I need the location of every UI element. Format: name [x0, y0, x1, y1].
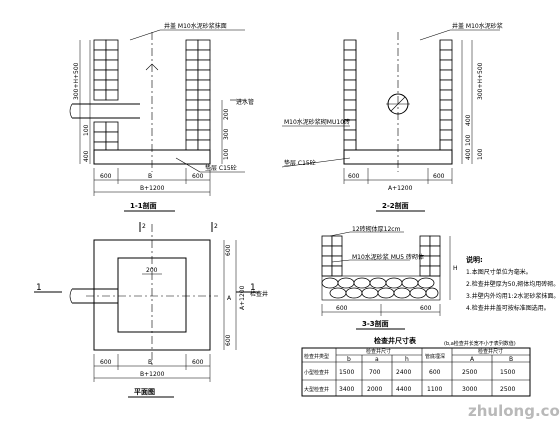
- section-1-level-mark: [145, 63, 159, 71]
- section-2-dim-h-a: 400: [465, 114, 472, 126]
- section-2-side-annotation: M10水泥砂浆砌MU10砖: [284, 118, 350, 126]
- table-frame: [301, 347, 531, 397]
- table-row-2-b: 3400: [339, 386, 354, 393]
- table-col-inner: 检查井尺寸: [366, 348, 391, 355]
- section-1-right-wall: [185, 39, 211, 151]
- table-row-1-type: 小型检查井: [304, 369, 329, 376]
- table-row-2-d: 1100: [427, 386, 442, 393]
- plan-section-mark-top: 2: [142, 223, 146, 230]
- table-row-2-A: 3000: [462, 386, 477, 393]
- table-row-1-d: 600: [429, 369, 441, 376]
- table-sub-a: b: [347, 356, 351, 363]
- table-sub-b: a: [375, 356, 379, 363]
- table-row-1-A: 2500: [462, 369, 477, 376]
- section-2-dim-mid: A+1200: [388, 185, 413, 192]
- section-1-dim-mid: B: [148, 173, 152, 180]
- section-3-dim-h: H: [453, 265, 458, 272]
- section-3-note-1: 12砖砌体厚12cm: [352, 225, 401, 233]
- table-row-2-h: 4400: [396, 386, 411, 393]
- section-3-note-2: M10水泥砂浆 MU5 砖砌体: [352, 253, 424, 261]
- plan-section-mark-right: 1: [250, 283, 256, 293]
- section-3-base-outline: [321, 275, 441, 301]
- plan-dim-right: 600: [192, 359, 204, 366]
- section-2-dim-h-b: 100: [465, 134, 472, 146]
- section-1-dim-total: B+1200: [140, 185, 165, 192]
- section-1-dim-height: 300+H+500: [73, 62, 80, 100]
- section-1-dim-r-top: 200: [223, 108, 230, 120]
- table-col-dims: 检查井尺寸: [478, 348, 503, 355]
- plan-title: 平面图: [134, 387, 155, 396]
- notes-block: 说明: 1.本图尺寸单位为毫米。 2.检查井壁厚为50,砌体均用砖砌。 3.井壁…: [466, 255, 559, 312]
- table-col-type: 检查井类型: [304, 353, 329, 360]
- table-row-1-h: 2400: [396, 369, 411, 376]
- plan-dim-left: 600: [100, 359, 112, 366]
- section-2-dim-right: 600: [433, 173, 445, 180]
- section-2-2: 600 A+1200 600 300+H+500 400 100 400 100…: [281, 22, 503, 212]
- table-row-2-B: 2500: [500, 386, 515, 393]
- table-sub-c: h: [405, 356, 409, 363]
- section-1-left-wall: [93, 39, 119, 151]
- plan-view: 1 1 2 2 200 600 A A+1200 600 检查井 600 B 6…: [34, 222, 268, 398]
- section-3-base-bricks: [321, 277, 439, 299]
- table-row-1-a: 700: [369, 369, 381, 376]
- section-2-dim-left: 600: [348, 173, 360, 180]
- section-1-dim-r-mid: 300: [223, 128, 230, 140]
- plan-side-note: 检查井: [250, 290, 268, 298]
- plan-dim-top: 600: [225, 244, 232, 256]
- section-2-dim-h-c: 400: [465, 148, 472, 160]
- notes-item-2: 2.检查井壁厚为50,砌体均用砖砌。: [466, 280, 559, 288]
- table-row-2-a: 2000: [367, 386, 382, 393]
- plan-section-mark-top-right: 2: [214, 223, 218, 230]
- table-title: 检查井尺寸表: [374, 336, 417, 345]
- plan-dim-bottom: 600: [225, 334, 232, 346]
- section-1-title: 1-1剖面: [130, 201, 157, 210]
- plan-side-label: A: [227, 295, 232, 302]
- notes-item-3: 3.井壁内外均用1:2水泥砂浆抹面。: [466, 292, 559, 300]
- watermark-text: zhulong.com: [468, 402, 560, 420]
- section-1-dim-right: 600: [192, 173, 204, 180]
- section-3-3: 12砖砌体厚12cm M10水泥砂浆 MU5 砖砌体 H 600 600 3-3…: [321, 225, 458, 330]
- section-2-dim-height: 300+H+500: [477, 62, 484, 100]
- section-2-dim-h-d: 100: [477, 148, 484, 160]
- plan-total-label: A+1200: [239, 285, 246, 310]
- section-1-pipe-label: 进水管: [236, 98, 254, 106]
- section-3-left-wall: [321, 235, 343, 277]
- section-2-left-wall: [343, 39, 357, 151]
- section-1-dim-r-low: 100: [223, 148, 230, 160]
- section-1-pipe-break: [69, 103, 73, 119]
- table-col-depth: 管底埋深: [425, 353, 445, 360]
- section-1-dim-h-a: 400: [83, 150, 90, 162]
- notes-item-4: 4.检查井井盖可按标准图选用。: [466, 304, 550, 312]
- plan-dim-mid: B: [148, 359, 152, 366]
- section-3-dim-left: 600: [336, 305, 348, 312]
- section-2-title: 2-2剖面: [382, 201, 409, 210]
- notes-item-1: 1.本图尺寸单位为毫米。: [466, 268, 532, 276]
- table-sub-e: B: [509, 356, 513, 363]
- table-note: (b,a检查井长宽不小于表列数值): [444, 340, 516, 347]
- section-1-dim-left: 600: [100, 173, 112, 180]
- section-1-1: 600 B 600 B+1200 300+H+500 400 100 200 3…: [69, 22, 254, 212]
- plan-section-mark-left: 1: [36, 283, 42, 293]
- section-3-right-wall: [419, 235, 441, 277]
- section-1-base-annotation: 垫层 C15砼: [205, 164, 237, 172]
- table-sub-d: A: [470, 356, 475, 363]
- notes-heading: 说明:: [466, 255, 483, 264]
- dimension-table: 检查井尺寸表 (b,a检查井长宽不小于表列数值) 检查井类型 检查井尺寸 管底埋…: [301, 336, 531, 397]
- plan-dim-total: B+1200: [140, 371, 165, 378]
- table-row-1-b: 1500: [339, 369, 354, 376]
- section-3-dim-right: 600: [420, 305, 432, 312]
- table-row-2-type: 大型检查井: [304, 386, 329, 393]
- section-1-dim-h-b: 100: [83, 124, 90, 136]
- section-3-title: 3-3剖面: [362, 319, 389, 328]
- section-2-right-wall: [439, 39, 453, 151]
- section-2-top-annotation: 井盖 M10水泥砂浆: [452, 22, 503, 30]
- section-1-top-annotation: 井盖 M10水泥砂浆抹面: [164, 22, 227, 30]
- plan-mid-mark: 200: [146, 267, 158, 274]
- table-row-1-B: 1500: [500, 369, 515, 376]
- section-2-base-annotation: 垫层 C15砼: [284, 159, 316, 167]
